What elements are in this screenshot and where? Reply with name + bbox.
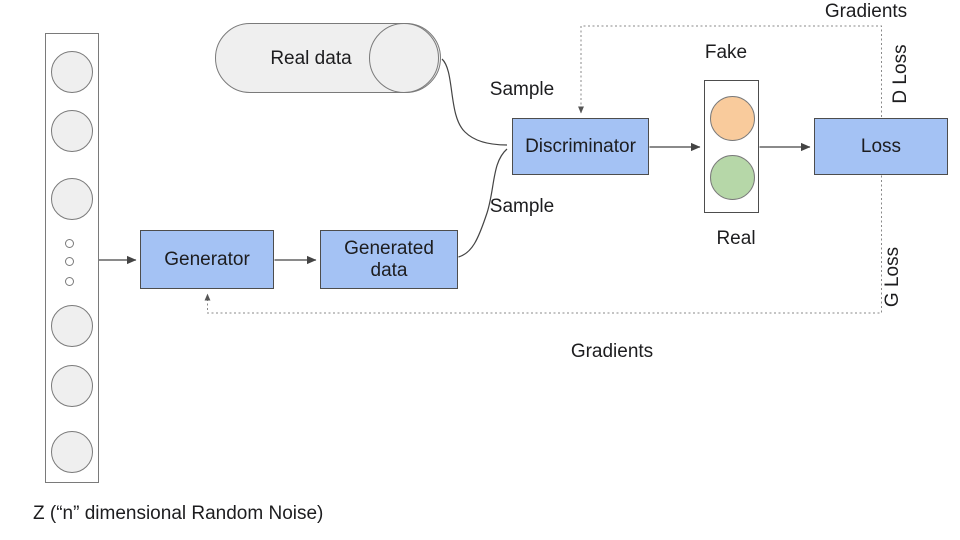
noise-node — [51, 305, 93, 347]
sample-bottom-label: Sample — [489, 196, 555, 217]
generated-data-sample-curve — [458, 148, 508, 258]
noise-ellipsis-dot — [65, 257, 74, 266]
noise-vector-box — [45, 33, 99, 483]
discriminator-node: Discriminator — [512, 118, 649, 175]
fake-sample-circle — [710, 96, 755, 141]
noise-node — [51, 51, 93, 93]
noise-node — [51, 431, 93, 473]
noise-caption: Z (“n” dimensional Random Noise) — [33, 503, 324, 524]
real-sample-circle — [710, 155, 755, 200]
noise-node — [51, 110, 93, 152]
real-data-sample-curve — [441, 58, 508, 146]
output-samples-box — [704, 80, 759, 213]
loss-node: Loss — [814, 118, 948, 175]
noise-ellipsis-dot — [65, 239, 74, 248]
g-loss-label: G Loss — [882, 246, 903, 308]
noise-ellipsis-dot — [65, 277, 74, 286]
sample-top-label: Sample — [489, 79, 555, 100]
generated-data-label: Generated data — [344, 237, 434, 281]
real-label: Real — [716, 228, 756, 249]
noise-node — [51, 365, 93, 407]
noise-node — [51, 178, 93, 220]
real-data-cylinder-face — [369, 23, 439, 93]
d-loss-gradient-path — [578, 25, 882, 117]
gradients-top-label: Gradients — [824, 1, 908, 22]
generator-label: Generator — [164, 248, 250, 270]
generated-data-node: Generated data — [320, 230, 458, 289]
gradients-bottom-label: Gradients — [570, 341, 654, 362]
g-loss-gradient-path — [204, 175, 882, 314]
loss-label: Loss — [860, 135, 902, 157]
fake-label: Fake — [704, 42, 748, 63]
d-loss-label: D Loss — [890, 44, 911, 104]
discriminator-label: Discriminator — [525, 135, 636, 157]
generator-node: Generator — [140, 230, 274, 289]
real-data-label: Real data — [270, 48, 352, 69]
